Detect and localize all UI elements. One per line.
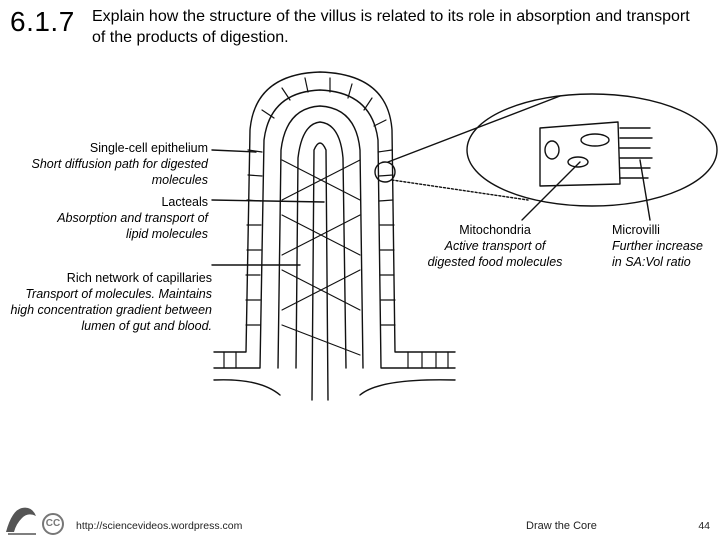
lacteal-line [311,142,329,401]
zoom-line-top [387,95,561,163]
label-lacteals-heading: Lacteals [161,195,208,209]
capillary-inner [295,121,347,369]
label-epithelium-heading: Single-cell epithelium [89,141,208,155]
leader-epithelium [211,149,257,153]
leader-mitochondria [521,161,581,221]
label-capillaries-heading: Rich network of capillaries [66,271,212,285]
page-number: 44 [698,520,710,532]
zoom-line-bottom [391,179,529,201]
label-capillaries-desc: Transport of molecules. Maintains high c… [10,287,212,333]
label-lacteals-desc: Absorption and transport of lipid molecu… [57,211,208,241]
topic-code: 6.1.7 [10,6,75,37]
cell-outline [539,121,621,187]
label-microvilli-heading: Microvilli [612,223,660,237]
footer-url[interactable]: http://sciencevideos.wordpress.com [76,520,243,532]
label-capillaries: Rich network of capillaries Transport of… [8,270,212,334]
label-microvilli-desc: Further increase in SA:Vol ratio [612,239,704,269]
label-mitochondria: Mitochondria Active transport of digeste… [420,222,570,270]
footer-title: Draw the Core [526,520,597,532]
mitochondrion-a [580,133,610,147]
zoom-ring-small [374,161,396,183]
mitochondrion-b [567,156,589,168]
cc-license-icon: CC [42,513,64,535]
label-microvilli: Microvilli Further increase in SA:Vol ra… [612,222,716,270]
leader-lacteals [211,199,325,203]
label-mitochondria-desc: Active transport of digested food molecu… [427,239,563,269]
nucleus [544,140,560,160]
label-epithelium: Single-cell epithelium Short diffusion p… [14,140,208,188]
label-mitochondria-heading: Mitochondria [459,223,531,237]
question-text: Explain how the structure of the villus … [92,8,690,46]
microvilli-lines [619,127,653,179]
logo-mark [6,507,36,535]
capillary-network [281,159,361,356]
leader-microvilli [639,159,651,221]
epithelium-cells [223,77,449,369]
label-lacteals: Lacteals Absorption and transport of lip… [40,194,208,242]
label-epithelium-desc: Short diffusion path for digested molecu… [31,157,208,187]
zoom-ellipse [466,93,718,207]
gut-wall-line [213,71,456,353]
basal-curve [213,379,456,396]
capillary-outer [277,105,364,369]
